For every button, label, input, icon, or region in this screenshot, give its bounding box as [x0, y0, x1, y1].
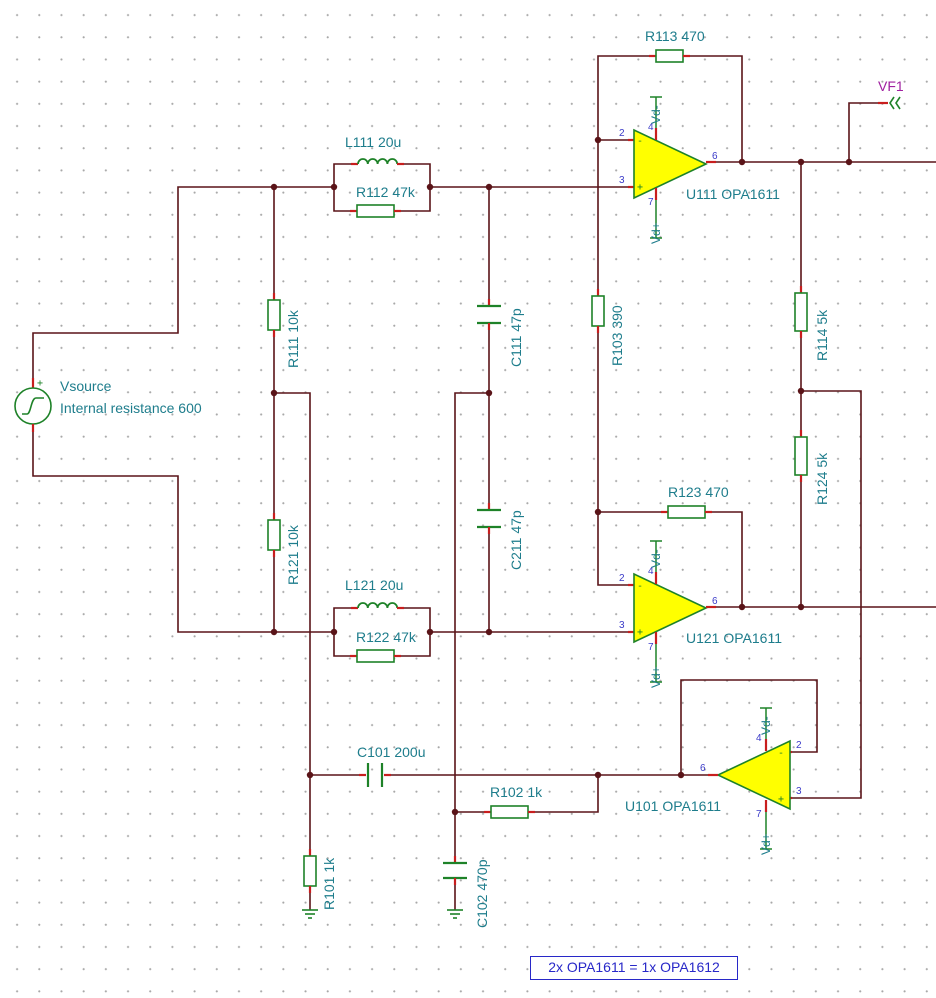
u121-pin4: 4: [648, 566, 654, 577]
label-u121: U121 OPA1611: [686, 630, 782, 646]
label-c101: C101 200u: [357, 744, 426, 760]
opamp-u121[interactable]: - + 2 3 4 7 6 Vd- Vd+: [619, 540, 718, 688]
u111-vd-pos: Vd+: [649, 222, 663, 244]
u101-pin2: 2: [796, 740, 802, 751]
label-r121: R121 10k: [285, 524, 301, 585]
u101-pin3: 3: [796, 786, 802, 797]
resistor-r112[interactable]: [350, 204, 401, 218]
label-r123: R123 470: [668, 484, 729, 500]
label-c211: C211 47p: [508, 510, 524, 570]
label-r113: R113 470: [645, 28, 705, 44]
u101-vd-neg: Vd-: [759, 716, 773, 735]
u121-pin6: 6: [712, 596, 718, 607]
label-source-param: Internal resistance 600: [60, 400, 202, 416]
u101-pin6: 6: [700, 763, 706, 774]
resistor-r123[interactable]: [661, 505, 712, 519]
probe-vf1[interactable]: [878, 96, 901, 110]
ground-c102-icon: [447, 909, 463, 919]
label-u111: U111 OPA1611: [686, 186, 780, 202]
capacitor-c101[interactable]: [359, 763, 391, 787]
u111-minus: -: [637, 136, 643, 147]
u121-pin2: 2: [619, 573, 625, 584]
capacitor-c211[interactable]: [477, 503, 501, 534]
u111-pin3: 3: [619, 175, 625, 186]
resistor-r103[interactable]: [591, 289, 605, 333]
wires: [32, 55, 936, 910]
u111-pin7: 7: [648, 197, 654, 208]
u101-plus: +: [778, 794, 784, 805]
resistor-r101[interactable]: [303, 849, 317, 893]
opamp-u111[interactable]: - + 2 3 4 7 6 Vd- Vd+: [619, 96, 718, 244]
label-r102: R102 1k: [490, 784, 543, 800]
label-l121: L121 20u: [345, 577, 403, 593]
u121-minus: -: [637, 581, 643, 592]
label-r122: R122 47k: [356, 629, 417, 645]
label-l111: L111 20u: [345, 134, 401, 150]
u121-pin3: 3: [619, 620, 625, 631]
label-r101: R101 1k: [321, 857, 337, 910]
resistor-r111[interactable]: [267, 293, 281, 337]
label-u101: U101 OPA1611: [625, 798, 721, 814]
label-c102: C102 470p: [474, 859, 490, 928]
voltage-source[interactable]: +: [14, 378, 52, 432]
inductor-l121[interactable]: [351, 602, 404, 610]
capacitor-c111[interactable]: [477, 299, 501, 330]
u121-vd-neg: Vd-: [649, 549, 663, 568]
label-r124: R124 5k: [814, 452, 830, 505]
label-source-name: Vsource: [60, 378, 112, 394]
resistor-r102[interactable]: [484, 805, 535, 819]
resistor-r122[interactable]: [350, 649, 401, 663]
u121-pin7: 7: [648, 642, 654, 653]
junctions: [270, 136, 853, 816]
u111-pin6: 6: [712, 151, 718, 162]
label-r111: R111 10k: [285, 309, 301, 368]
u111-pin4: 4: [648, 122, 654, 133]
u101-pin7: 7: [756, 809, 762, 820]
resistor-r121[interactable]: [267, 513, 281, 557]
u111-pin2: 2: [619, 128, 625, 139]
u101-pin4: 4: [756, 733, 762, 744]
resistor-r124[interactable]: [794, 430, 808, 482]
label-r114: R114 5k: [814, 309, 830, 361]
ground-r101-icon: [302, 909, 318, 919]
note-box: 2x OPA1611 = 1x OPA1612: [530, 956, 738, 980]
u101-vd-pos: Vd+: [759, 833, 773, 855]
u111-plus: +: [637, 182, 643, 193]
label-c111: C111 47p: [508, 308, 524, 367]
u121-vd-pos: Vd+: [649, 666, 663, 688]
capacitor-c102[interactable]: [443, 856, 467, 885]
u111-vd-neg: Vd-: [649, 105, 663, 124]
label-r112: R112 47k: [356, 184, 416, 200]
label-vf1: VF1: [878, 78, 904, 94]
resistor-r113[interactable]: [649, 49, 690, 63]
label-r103: R103 390: [609, 305, 625, 366]
u101-minus: -: [778, 748, 784, 759]
note-text: 2x OPA1611 = 1x OPA1612: [548, 959, 720, 975]
resistor-r114[interactable]: [794, 286, 808, 338]
source-plus-sign: +: [37, 378, 43, 389]
u121-plus: +: [637, 627, 643, 638]
inductor-l111[interactable]: [351, 158, 404, 166]
opamp-u101[interactable]: - + 2 3 4 7 6 Vd- Vd+: [700, 707, 802, 855]
component-labels: L111 20u R112 47k L121 20u R122 47k R113…: [60, 28, 904, 928]
